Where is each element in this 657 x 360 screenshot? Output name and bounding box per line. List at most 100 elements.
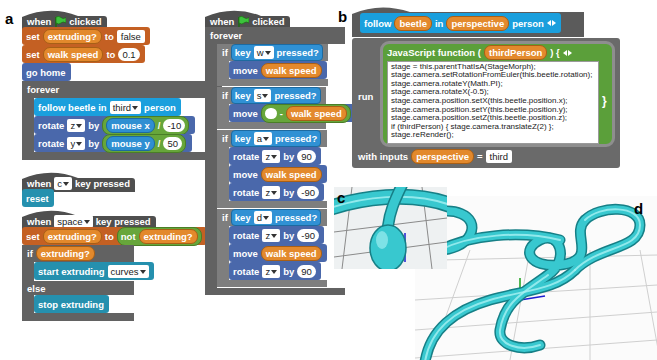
block-label: run <box>358 90 373 103</box>
reporter-block: notextruding? <box>117 227 202 246</box>
input-slot: walk speed <box>261 63 322 78</box>
input-slot: -10 <box>163 119 185 132</box>
block-label: to <box>105 230 114 243</box>
arity-arrows <box>547 20 556 26</box>
input-slot: walk speed <box>261 246 322 261</box>
code-line: stage.reRender(); <box>391 131 454 140</box>
input-slot: walk speed <box>261 167 322 182</box>
ring-block: JavaScript function (thirdPerson) {stage… <box>380 41 615 147</box>
reporter-block: mouse x/-10 <box>102 116 189 135</box>
input-slot: mouse y <box>106 136 155 151</box>
code-line: stage.camera.position.setX(this.beetle.p… <box>391 97 568 106</box>
block-label: rotate <box>233 265 259 278</box>
input-slot: -90 <box>297 186 319 199</box>
block-label: by <box>88 137 99 150</box>
input-slot: walk speed <box>286 106 347 121</box>
command-block: runwith inputsperspective=thirdJavaScrip… <box>352 38 620 168</box>
block-label: rotate <box>233 186 259 199</box>
block-label: set <box>26 230 40 243</box>
c-block: ifkeyapressed?rotatezby90movewalk speedr… <box>217 130 327 208</box>
block-label: with inputs <box>358 150 408 163</box>
code-line: stage.camera.setRotationFromEuler(this.b… <box>391 71 592 80</box>
panel-letter: b <box>338 8 347 25</box>
code-line: stage = this.parentThatIsA(StageMorph); <box>391 63 536 72</box>
input-slot: a <box>254 132 272 145</box>
block-label: go home <box>26 66 66 79</box>
command-block: setextruding?tonotextruding? <box>22 227 207 245</box>
block-label: pressed? <box>274 89 316 102</box>
block-label: clicked <box>252 15 284 28</box>
command-block: reset <box>22 189 54 207</box>
green-flag-icon <box>54 16 66 28</box>
reporter-block: keyspressed? <box>231 87 321 104</box>
block-label: / <box>158 137 161 150</box>
empty-slot <box>265 108 277 119</box>
block-label: if <box>27 247 33 260</box>
command-block: movewalk speed <box>229 165 327 183</box>
reporter-block: keywpressed? <box>231 44 323 61</box>
code-line: stage.camera.rotateY(Math.PI); <box>391 80 503 89</box>
reporter-block: -walk speed <box>261 104 351 123</box>
input-slot: d <box>254 211 272 224</box>
code-line: stage.camera.position.setY(this.beetle.p… <box>391 106 568 115</box>
block-label: pressed? <box>277 46 319 59</box>
command-block: move-walk speed <box>229 104 356 122</box>
command-block: rotatezby-90 <box>229 183 324 201</box>
input-slot: extruding? <box>43 229 102 244</box>
block-label: person <box>512 17 544 30</box>
block-label: by <box>283 150 294 163</box>
command-block: setwalk speedto0.1 <box>22 45 145 63</box>
block-label: forever <box>210 29 242 42</box>
block-label: rotate <box>233 229 259 242</box>
panel-letter: d <box>634 200 643 217</box>
block-label: to <box>105 30 114 43</box>
input-slot: 50 <box>163 137 182 150</box>
input-slot: false <box>117 30 145 43</box>
block-label: to <box>106 48 115 61</box>
input-slot: z <box>67 119 85 132</box>
input-slot: w <box>254 46 274 59</box>
input-slot: perspective <box>446 16 509 31</box>
block-label: in <box>435 17 443 30</box>
reporter-block: keydpressed? <box>231 209 321 226</box>
command-block: setextruding?tofalse <box>22 27 150 45</box>
block-label: JavaScript function ( <box>387 46 481 59</box>
block-label: move <box>233 247 258 260</box>
input-slot: extruding? <box>36 246 95 261</box>
c-block: forever follow beetle inthirdperson rotate… <box>22 81 222 160</box>
block-label: else <box>27 282 46 295</box>
input-slot: walk speed <box>43 47 104 62</box>
block-label: if <box>222 46 228 59</box>
c-block: ifkeydpressed?rotatezby-90movewalk speed… <box>217 209 327 287</box>
block-label: / <box>158 119 161 132</box>
block-label: rotate <box>233 150 259 163</box>
block-label: follow <box>364 17 391 30</box>
input-slot: third <box>486 150 512 163</box>
block-label: rotate <box>38 119 64 132</box>
block-label: forever <box>27 83 59 96</box>
command-block: rotatezby90 <box>229 147 321 165</box>
command-block: start extrudingcurves <box>34 262 154 280</box>
input-slot: z <box>262 229 280 242</box>
block-label: if <box>222 132 228 145</box>
command-block: rotatezby-90 <box>229 226 324 244</box>
input-slot: -90 <box>297 229 319 242</box>
block-label: stop extruding <box>38 298 104 311</box>
input-slot: 90 <box>297 150 316 163</box>
command-block: follow beetle inthirdperson <box>34 98 181 116</box>
c-block: ifkeyspressed?move-walk speed <box>217 87 326 129</box>
input-slot: z <box>262 265 280 278</box>
command-block: movewalk speed <box>229 244 327 262</box>
panel-letter: a <box>5 10 13 27</box>
block-label: - <box>280 107 283 120</box>
block-label: pressed? <box>275 211 317 224</box>
input-slot: extruding? <box>43 29 102 44</box>
block-label: by <box>283 229 294 242</box>
block-label: key <box>235 89 251 102</box>
panel-letter: c <box>337 189 345 206</box>
code-line: stage.camera.rotateX(-0.5); <box>391 88 489 97</box>
reporter-block: keyapressed? <box>231 130 321 147</box>
render-c <box>334 187 447 269</box>
block-label: start extruding <box>38 265 105 278</box>
block-label: key <box>235 132 251 145</box>
